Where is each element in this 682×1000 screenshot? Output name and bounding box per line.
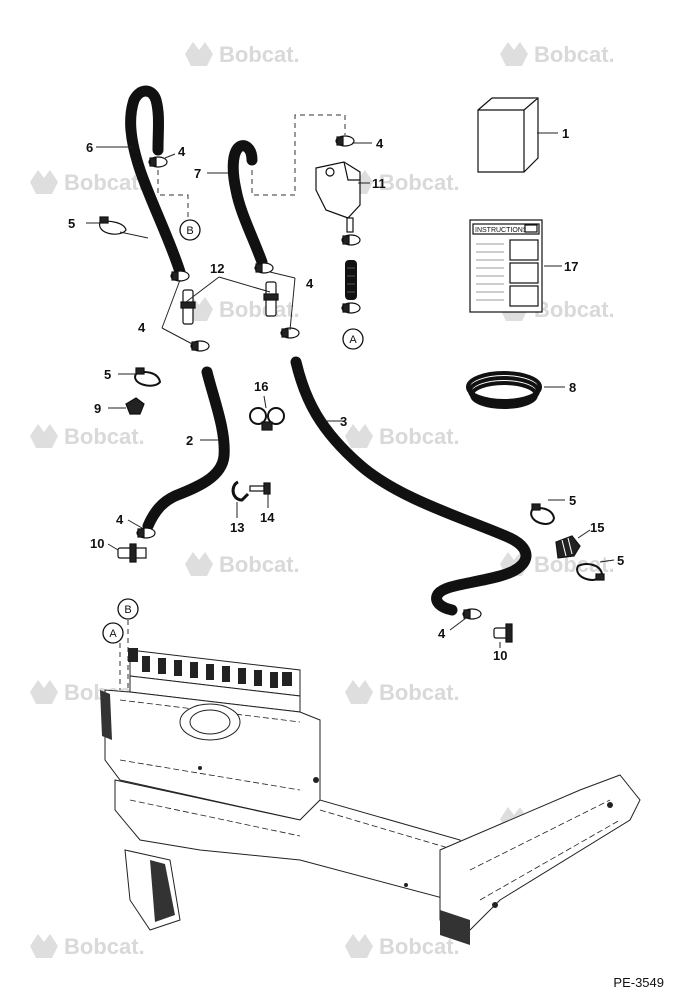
- instructions-title: INSTRUCTIONS: [475, 227, 528, 234]
- watermark-text: Bobcat.: [219, 42, 300, 67]
- callout-4: 4: [138, 320, 146, 335]
- svg-text:B: B: [186, 225, 193, 237]
- clamp-4-hose7-bottom: [254, 262, 274, 274]
- watermark-text: Bobcat.: [379, 170, 460, 195]
- bobcat-logo-icon: [345, 424, 373, 448]
- bobcat-logo-icon: [30, 424, 58, 448]
- page-code: PE-3549: [613, 975, 664, 990]
- fitting-10-right: [493, 623, 513, 643]
- heater-frame-assembly: [100, 648, 641, 945]
- connector-b-top: B: [179, 219, 201, 241]
- connector-a-top: A: [342, 328, 364, 350]
- watermark-text: Bobcat.: [219, 297, 300, 322]
- callout-4: 4: [306, 276, 314, 291]
- bobcat-logo-icon: [345, 680, 373, 704]
- callout-1: 1: [562, 126, 569, 141]
- callout-16: 16: [254, 379, 268, 394]
- tie-strap-5-a: [99, 216, 127, 235]
- tie-strap-5-d: [576, 563, 605, 581]
- bobcat-logo-icon: [345, 934, 373, 958]
- connector-b-bottom: B: [117, 598, 139, 620]
- clip-9: [125, 397, 145, 415]
- svg-text:A: A: [349, 334, 357, 346]
- hose-segment: [345, 260, 357, 300]
- callout-4: 4: [178, 144, 186, 159]
- clamp-4-hose3-top: [280, 327, 300, 339]
- leader-lines: [86, 132, 615, 648]
- watermark-text: Bobcat.: [379, 424, 460, 449]
- callout-6: 6: [86, 140, 93, 155]
- fitting-12-left: [180, 289, 196, 325]
- clamp-4-hose3-bottom: [462, 608, 482, 620]
- watermark-text: Bobcat.: [219, 552, 300, 577]
- clamp-4-hose2-bottom: [136, 527, 156, 539]
- callout-4: 4: [376, 136, 384, 151]
- callout-7: 7: [194, 166, 201, 181]
- watermark-text: Bobcat.: [379, 934, 460, 959]
- callout-8: 8: [569, 380, 576, 395]
- hose-6: [125, 85, 186, 278]
- connector-15: [555, 535, 581, 559]
- callout-5: 5: [68, 216, 75, 231]
- bobcat-logo-icon: [30, 934, 58, 958]
- clamp-4-hose6: [148, 156, 168, 168]
- dashed-guides: [119, 114, 346, 690]
- heater-core-fins: [142, 656, 278, 688]
- clamp-4-valve-top: [335, 135, 355, 147]
- bobcat-logo-icon: [500, 42, 528, 66]
- watermark-text: Bobcat.: [379, 680, 460, 705]
- callout-10: 10: [90, 536, 104, 551]
- box-1: [477, 97, 539, 173]
- valve-11: [315, 161, 361, 233]
- tie-strap-5-c: [530, 503, 556, 525]
- instructions-sheet-17: INSTRUCTIONS: [469, 219, 543, 313]
- watermark-text: Bobcat.: [534, 297, 615, 322]
- watermark-text: Bobcat.: [64, 934, 145, 959]
- callout-4: 4: [116, 512, 124, 527]
- callout-12: 12: [210, 261, 224, 276]
- clamp-4-valve-bottom: [341, 234, 361, 246]
- svg-text:B: B: [124, 604, 131, 616]
- bobcat-logo-icon: [30, 680, 58, 704]
- hose-2: [142, 366, 230, 532]
- callout-9: 9: [94, 401, 101, 416]
- connector-a-bottom: A: [102, 622, 124, 644]
- callout-13: 13: [230, 520, 244, 535]
- svg-text:A: A: [109, 628, 117, 640]
- bobcat-logo-icon: [185, 552, 213, 576]
- watermark-text: Bobcat.: [64, 170, 145, 195]
- double-clamp-16: [249, 407, 285, 431]
- clip-13: [231, 480, 250, 502]
- callout-11: 11: [372, 176, 386, 191]
- clamp-4-hose2-top: [190, 340, 210, 352]
- fitting-12-right: [263, 281, 279, 317]
- clamp-4-hose6-bottom: [170, 270, 190, 282]
- hose-3: [290, 356, 532, 616]
- screw-14: [249, 482, 271, 495]
- bobcat-logo-icon: [30, 170, 58, 194]
- callout-15: 15: [590, 520, 604, 535]
- callout-14: 14: [260, 510, 275, 525]
- watermark-text: Bobcat.: [64, 424, 145, 449]
- tie-strap-5-b: [134, 367, 162, 387]
- clamp-4-segment-bottom: [341, 302, 361, 314]
- coiled-hose-8: [466, 371, 542, 409]
- callout-labels: 1 2 3 4 4 4 4 4 4 5 5 5 5 6 7 8 9 10 10 …: [68, 126, 624, 663]
- callout-2: 2: [186, 433, 193, 448]
- fitting-10-left: [117, 543, 147, 563]
- callout-3: 3: [340, 414, 347, 429]
- callout-5: 5: [104, 367, 111, 382]
- callout-5: 5: [617, 553, 624, 568]
- watermark-text: Bobcat.: [534, 42, 615, 67]
- hose-7: [227, 140, 268, 268]
- bobcat-logo-icon: [185, 42, 213, 66]
- callout-10: 10: [493, 648, 507, 663]
- callout-5: 5: [569, 493, 576, 508]
- callout-4: 4: [438, 626, 446, 641]
- callout-17: 17: [564, 259, 578, 274]
